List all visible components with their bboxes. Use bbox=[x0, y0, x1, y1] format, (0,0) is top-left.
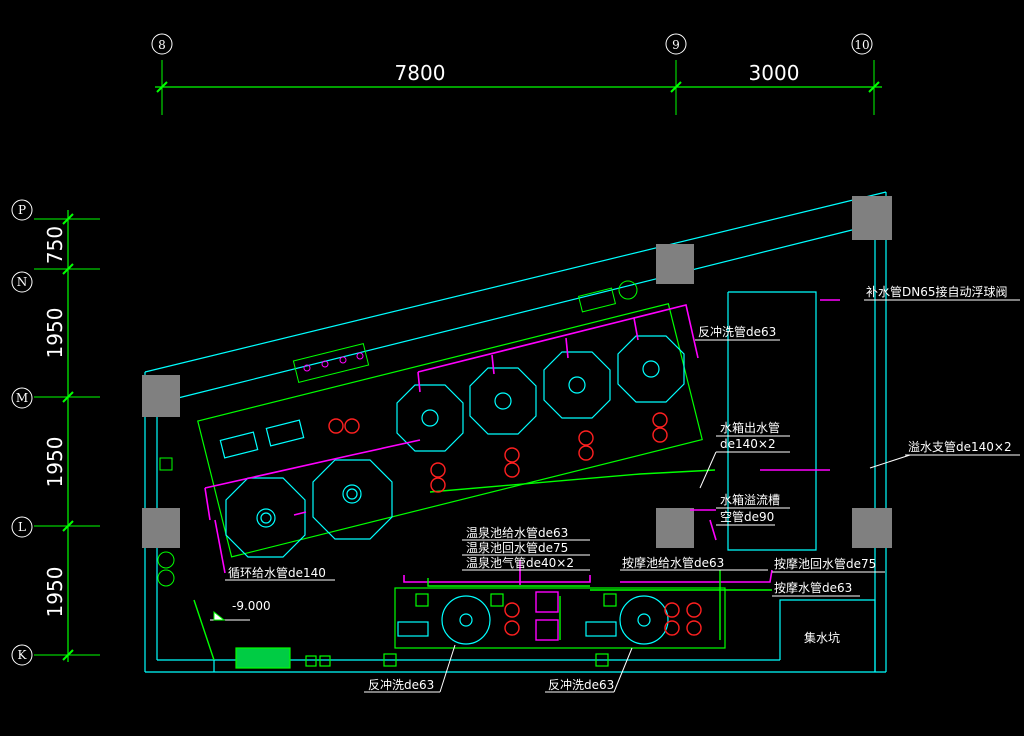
axis-label-8: 8 bbox=[158, 38, 166, 52]
label-massage-supply: 按摩池给水管de63 bbox=[622, 555, 724, 570]
label-hot-air: 温泉池气管de40×2 bbox=[466, 555, 574, 570]
leader-lines bbox=[225, 299, 1020, 693]
label-makeup-pipe: 补水管DN65接自动浮球阀 bbox=[866, 284, 1008, 299]
label-massage-water: 按摩水管de63 bbox=[774, 580, 852, 595]
lower-filters bbox=[397, 595, 669, 645]
axis-label-9: 9 bbox=[672, 38, 680, 52]
label-overflow-branch: 溢水支管de140×2 bbox=[908, 439, 1012, 454]
building-walls bbox=[144, 191, 887, 673]
equipment-pad bbox=[197, 302, 703, 558]
sand-filters-left bbox=[225, 459, 393, 558]
label-backwash-left: 反冲洗de63 bbox=[368, 677, 434, 692]
axis-label-P: P bbox=[18, 203, 26, 217]
dim-1950-c: 1950 bbox=[43, 567, 67, 618]
label-vent-pipe: 空管de90 bbox=[720, 509, 774, 524]
label-backwash-top: 反冲洗管de63 bbox=[698, 324, 776, 339]
axis-label-N: N bbox=[17, 275, 28, 289]
dim-1950-a: 1950 bbox=[43, 308, 67, 359]
magenta-pipes bbox=[204, 299, 840, 585]
axis-label-K: K bbox=[18, 648, 28, 662]
label-circ-supply: 循环给水管de140 bbox=[228, 565, 326, 580]
axis-label-10: 10 bbox=[854, 38, 869, 52]
pumps-lower bbox=[504, 591, 702, 641]
left-dimension: P N M L K 750 1950 1950 1950 bbox=[11, 199, 100, 666]
dim-7800: 7800 bbox=[395, 61, 446, 85]
sand-filters-upper bbox=[396, 335, 685, 452]
green-pipes bbox=[193, 469, 772, 661]
label-tank-outlet-size: de140×2 bbox=[720, 437, 776, 451]
dim-3000: 3000 bbox=[749, 61, 800, 85]
label-tank-overflow: 水箱溢流槽 bbox=[720, 492, 780, 507]
dim-750: 750 bbox=[43, 226, 67, 264]
label-elevation: -9.000 bbox=[232, 599, 271, 613]
label-hot-supply: 温泉池给水管de63 bbox=[466, 525, 568, 540]
dim-1950-b: 1950 bbox=[43, 437, 67, 488]
label-hot-return: 温泉池回水管de75 bbox=[466, 540, 568, 555]
wall-boxes bbox=[292, 280, 638, 383]
label-backwash-right: 反冲洗de63 bbox=[548, 677, 614, 692]
axis-label-M: M bbox=[16, 391, 28, 405]
label-tank-outlet: 水箱出水管 bbox=[720, 420, 780, 435]
label-massage-return: 按摩池回水管de75 bbox=[774, 556, 876, 571]
structural-columns bbox=[142, 196, 892, 548]
annotations: 补水管DN65接自动浮球阀 反冲洗管de63 水箱出水管 de140×2 溢水支… bbox=[228, 284, 1012, 692]
strainers-left bbox=[219, 419, 305, 459]
lower-equipment-pad bbox=[235, 587, 726, 669]
left-misc bbox=[157, 457, 250, 621]
label-sump: 集水坑 bbox=[804, 630, 840, 645]
top-dimension: 8 9 10 7800 3000 bbox=[151, 33, 882, 115]
axis-label-L: L bbox=[18, 520, 26, 534]
pumps-upper bbox=[328, 412, 668, 493]
